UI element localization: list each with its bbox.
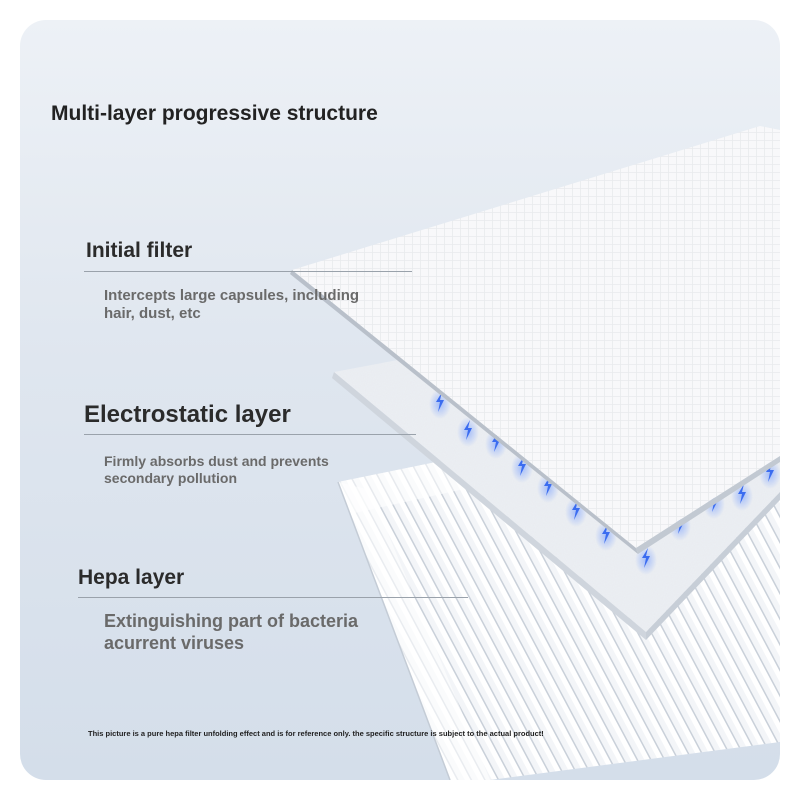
electrostatic-layer-description: Firmly absorbs dust and prevents seconda… — [104, 453, 329, 486]
product-card: Multi-layer progressive structure Initia… — [20, 20, 780, 780]
initial-filter-heading: Initial filter — [86, 239, 193, 262]
electrostatic-layer-divider — [84, 434, 416, 435]
hepa-layer-divider — [78, 597, 468, 598]
initial-filter-graphic — [290, 126, 780, 554]
initial-filter-divider — [84, 271, 412, 272]
initial-filter-description: Intercepts large capsules, including hai… — [104, 287, 360, 322]
lightning-bolt-icon — [457, 417, 479, 447]
electrostatic-layer-heading: Electrostatic layer — [84, 401, 291, 428]
filter-layers-illustration — [290, 126, 780, 780]
lightning-bolt-icon — [635, 545, 657, 575]
hepa-layer-description: Extinguishing part of bacteria acurrent … — [104, 611, 359, 653]
page-title: Multi-layer progressive structure — [51, 102, 378, 125]
hepa-layer-heading: Hepa layer — [78, 566, 185, 589]
disclaimer-note: This picture is a pure hepa filter unfol… — [88, 729, 544, 738]
